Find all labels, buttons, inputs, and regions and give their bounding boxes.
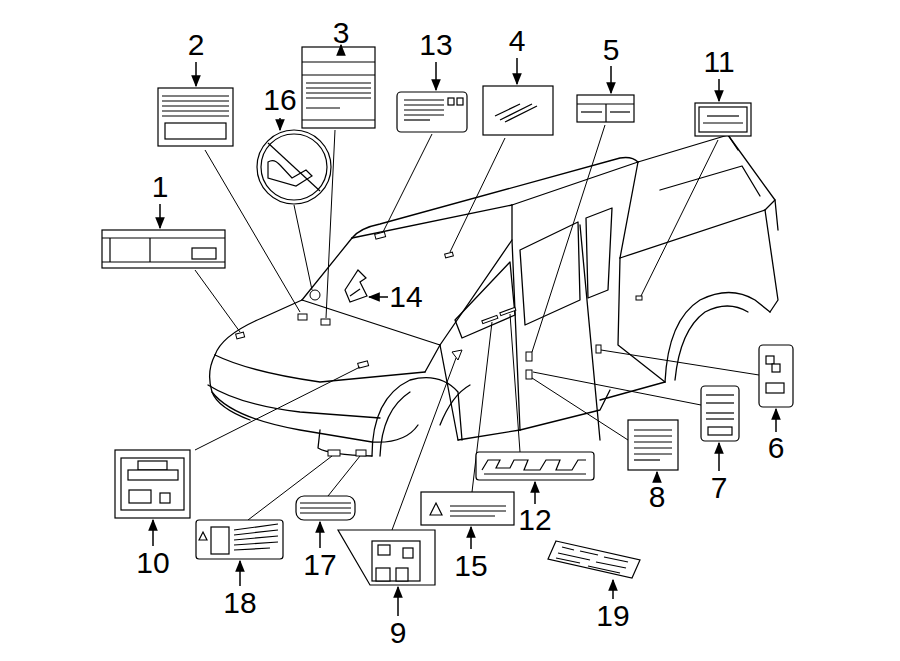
callout-number: 14 (389, 282, 422, 312)
callout-number: 8 (649, 482, 666, 512)
callout-number: 1 (152, 172, 169, 202)
callout-number: 12 (518, 505, 551, 535)
callout-number: 9 (390, 618, 407, 648)
callout-number: 3 (333, 18, 350, 48)
callout-number: 7 (711, 473, 728, 503)
callout-number: 4 (509, 26, 526, 56)
callout-number: 11 (703, 47, 734, 77)
callout-number: 19 (596, 601, 629, 631)
callout-number: 5 (603, 35, 620, 65)
callout-number: 18 (223, 588, 256, 618)
callout-number: 2 (188, 30, 205, 60)
callout-number: 17 (303, 550, 336, 580)
callout-number: 15 (454, 551, 487, 581)
callout-number: 13 (419, 30, 452, 60)
callout-number: 10 (136, 548, 169, 578)
callout-number: 6 (768, 433, 785, 463)
callout-number: 16 (263, 85, 296, 115)
